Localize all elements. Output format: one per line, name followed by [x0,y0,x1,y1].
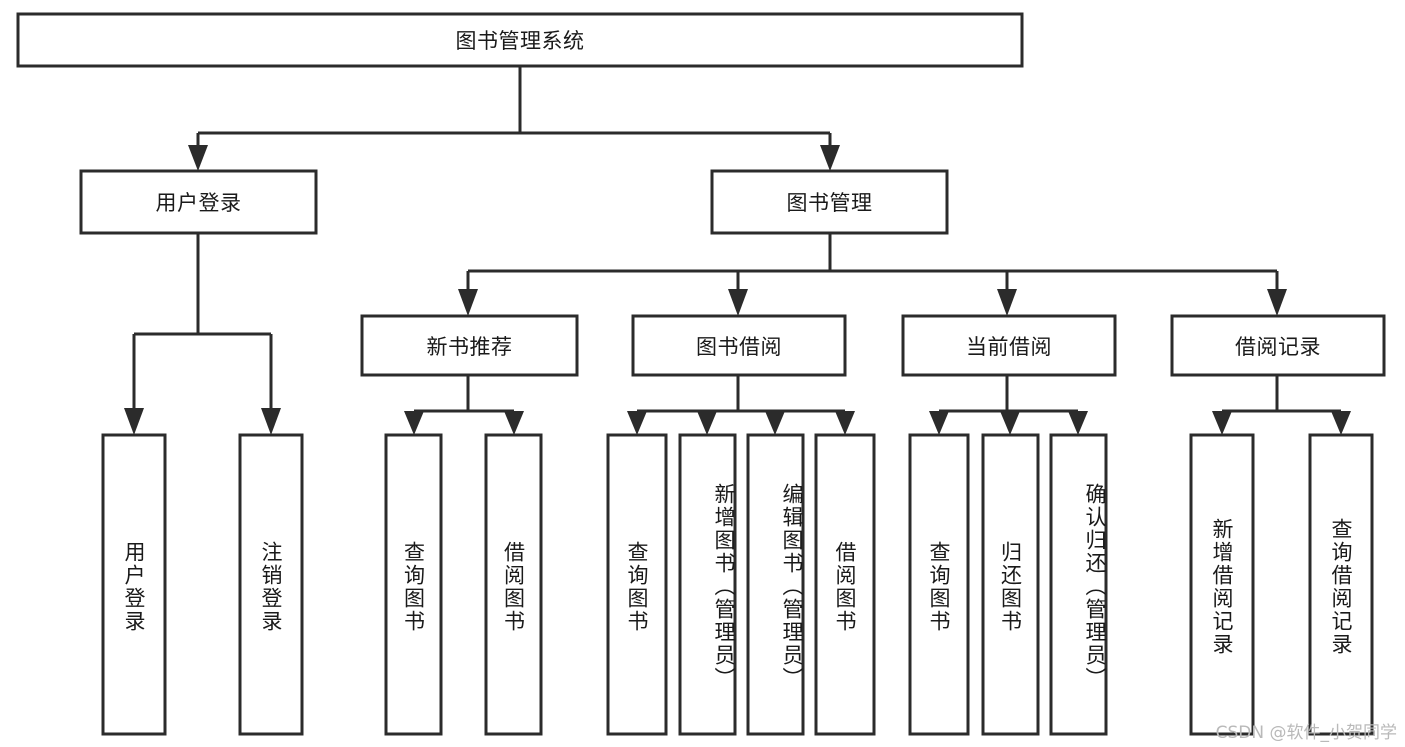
arrow-to-leaf-user-login [124,408,144,435]
arrow-to-leaf-confirm-return [1068,411,1088,435]
node-box-leaf-add-book[interactable] [678,433,737,736]
arrow-root-to-user-login [188,145,208,171]
arrow-root-to-book-manage [820,145,840,171]
node-user-login[interactable] [81,171,316,233]
arrow-to-current-borrow [997,289,1017,316]
node-box-root[interactable] [16,12,1024,68]
node-new-book-recommend[interactable] [362,316,577,375]
arrow-to-leaf-borrow-book-1 [504,411,524,435]
arrow-to-leaf-query-book-3 [929,411,949,435]
arrow-to-new-book-recommend [458,289,478,316]
node-box-leaf-query-record[interactable] [1308,433,1374,736]
node-box-leaf-query-book-3[interactable] [908,433,970,736]
arrow-to-leaf-add-record [1212,411,1232,435]
arrow-to-leaf-logout [261,408,281,435]
arrow-to-borrow-record [1267,289,1287,316]
node-box-leaf-return-book[interactable] [981,433,1040,736]
node-box-leaf-borrow-book-1[interactable] [484,433,543,736]
node-box-new-book-recommend[interactable] [360,314,579,377]
node-box-user-login[interactable] [79,169,318,235]
node-box-leaf-query-book-1[interactable] [384,433,443,736]
node-book-borrow[interactable] [633,316,845,375]
arrow-to-leaf-edit-book [765,411,785,435]
node-box-leaf-add-record[interactable] [1189,433,1255,736]
node-box-leaf-edit-book[interactable] [746,433,805,736]
node-box-leaf-borrow-book-2[interactable] [814,433,876,736]
node-book-manage[interactable] [712,171,947,233]
node-box-leaf-query-book-2[interactable] [606,433,668,736]
arrow-to-leaf-borrow-book-2 [835,411,855,435]
arrow-to-book-borrow [728,289,748,316]
node-box-leaf-logout[interactable] [238,433,304,736]
node-root[interactable] [18,14,1022,66]
arrow-to-leaf-add-book [697,411,717,435]
node-current-borrow[interactable] [903,316,1115,375]
arrow-to-leaf-query-book-1 [404,411,424,435]
arrow-to-leaf-query-record [1331,411,1351,435]
arrow-to-leaf-return-book [1000,411,1020,435]
node-box-current-borrow[interactable] [901,314,1117,377]
node-box-leaf-user-login[interactable] [101,433,167,736]
node-box-leaf-confirm-return[interactable] [1049,433,1108,736]
arrow-to-leaf-query-book-2 [627,411,647,435]
node-borrow-record[interactable] [1172,316,1384,375]
